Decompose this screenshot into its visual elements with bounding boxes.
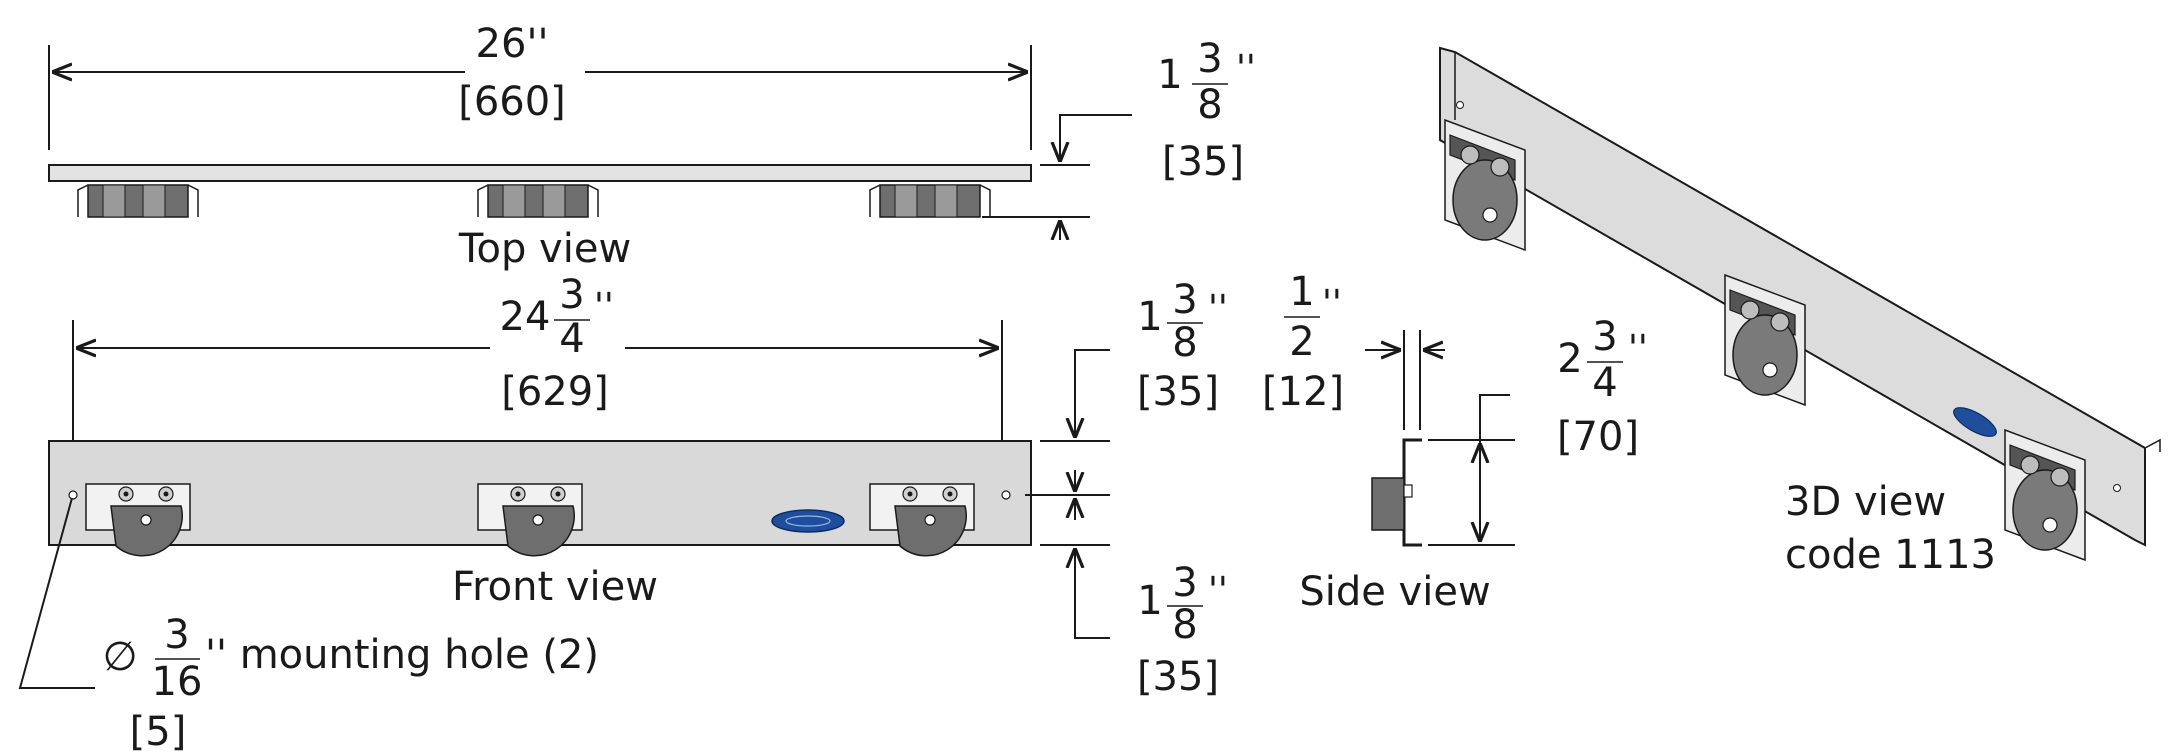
top-depth-whole: 1 bbox=[1157, 52, 1182, 98]
top-depth-den: 8 bbox=[1197, 82, 1222, 128]
holder-icon bbox=[869, 184, 991, 218]
frost-logo-icon bbox=[1953, 407, 1997, 437]
top-view-caption: Top view bbox=[458, 226, 631, 272]
front-top-den: 8 bbox=[1172, 320, 1197, 366]
side-h-whole: 2 bbox=[1557, 336, 1582, 382]
holder-icon bbox=[77, 184, 199, 218]
top-length-inch: 26'' bbox=[476, 21, 549, 67]
top-view-plate bbox=[48, 164, 1032, 182]
holder-icon bbox=[477, 184, 599, 218]
top-view: 26'' [660] 1 3 8 '' [35] Top view bbox=[48, 21, 1256, 272]
front-top-mm: [35] bbox=[1137, 369, 1219, 415]
front-length-whole: 24 bbox=[500, 294, 551, 340]
side-thk-mm: [12] bbox=[1262, 369, 1344, 415]
leader-line bbox=[1075, 349, 1110, 438]
hole-den: 16 bbox=[152, 659, 203, 705]
holder-icon bbox=[1371, 477, 1405, 531]
svg-text:'': '' bbox=[1322, 283, 1342, 324]
frost-logo-icon bbox=[771, 509, 845, 533]
front-length-num: 3 bbox=[559, 272, 584, 318]
front-top-num: 3 bbox=[1172, 277, 1197, 323]
leader-line bbox=[1480, 394, 1510, 542]
front-bottom-mm: [35] bbox=[1137, 654, 1219, 700]
side-h-mm: [70] bbox=[1557, 414, 1639, 460]
top-depth-mm: [35] bbox=[1162, 139, 1244, 185]
front-view: 24 3 4 '' [629] 1 3 8 '' [35] 1 3 8 '' [… bbox=[18, 272, 1228, 755]
top-length-mm: [660] bbox=[458, 79, 566, 125]
hole-mm: [5] bbox=[130, 709, 187, 755]
iso-caption-line2: code 1113 bbox=[1785, 532, 1996, 578]
front-top-whole: 1 bbox=[1137, 294, 1162, 340]
svg-text:'': '' bbox=[1236, 48, 1256, 89]
mounting-hole-icon bbox=[2113, 484, 2121, 492]
front-bottom-whole: 1 bbox=[1137, 578, 1162, 624]
hole-label: '' mounting hole (2) bbox=[205, 632, 599, 678]
leader-line bbox=[1075, 548, 1110, 639]
svg-text:'': '' bbox=[1628, 328, 1648, 369]
side-h-den: 4 bbox=[1592, 360, 1617, 406]
side-view-caption: Side view bbox=[1299, 569, 1490, 615]
side-view: 1 2 '' [12] 2 3 4 '' [70] Side view bbox=[1262, 269, 1648, 615]
front-length-mm: [629] bbox=[501, 369, 609, 415]
leader-line bbox=[1060, 114, 1132, 162]
svg-text:'': '' bbox=[594, 286, 614, 327]
hole-num: 3 bbox=[164, 612, 189, 658]
mounting-hole-icon bbox=[1456, 101, 1464, 109]
front-length-den: 4 bbox=[559, 316, 584, 362]
side-thk-den: 2 bbox=[1289, 319, 1314, 365]
front-view-caption: Front view bbox=[452, 564, 658, 610]
side-h-num: 3 bbox=[1592, 314, 1617, 360]
top-depth-num: 3 bbox=[1197, 36, 1222, 82]
front-bottom-den: 8 bbox=[1172, 602, 1197, 648]
iso-view: 3D view code 1113 bbox=[1439, 46, 2161, 578]
svg-text:'': '' bbox=[1208, 288, 1228, 329]
mounting-hole-icon bbox=[1001, 490, 1011, 500]
side-thk-num: 1 bbox=[1289, 269, 1314, 315]
hole-diameter-symbol: ∅ bbox=[103, 634, 138, 680]
svg-text:'': '' bbox=[1208, 570, 1228, 611]
iso-caption-line1: 3D view bbox=[1785, 479, 1946, 525]
mounting-hole-icon bbox=[68, 490, 78, 500]
leader-line bbox=[18, 497, 95, 689]
front-bottom-num: 3 bbox=[1172, 560, 1197, 606]
